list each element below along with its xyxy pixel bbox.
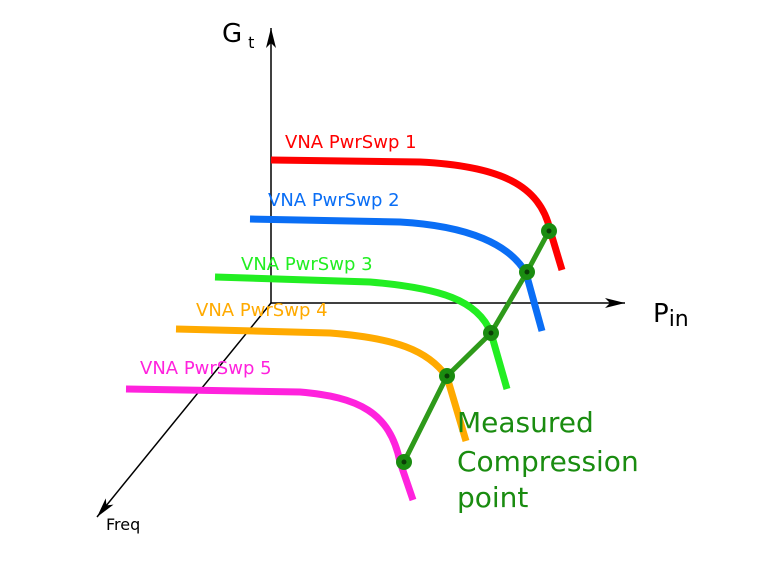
marker-dot-3 [488,330,494,336]
compression-label: Measured Compression point [457,406,639,514]
compression-markers [396,223,557,470]
freq-axis [96,302,272,518]
power-axis-label: Pin [653,299,689,332]
compression-line-group [396,223,557,470]
sweep-curve-1 [270,156,566,272]
sweep-curve-5 [125,385,417,502]
marker-dot-5 [401,459,407,465]
sweep-label-5: VNA PwrSwp 5 [140,358,272,379]
axes [96,28,625,518]
freq-axis-label: Freq [106,515,140,534]
compression-label-line-3: point [457,481,528,514]
marker-dot-1 [546,228,552,234]
marker-dot-4 [444,373,450,379]
sweep-label-1: VNA PwrSwp 1 [285,132,417,153]
sweep-label-4: VNA PwrSwp 4 [196,300,328,321]
marker-dot-2 [524,269,530,275]
compression-label-line-2: Compression [457,445,639,478]
sweep-label-3: VNA PwrSwp 3 [241,254,373,275]
compression-label-line-1: Measured [457,406,594,439]
sweep-label-2: VNA PwrSwp 2 [268,190,400,211]
